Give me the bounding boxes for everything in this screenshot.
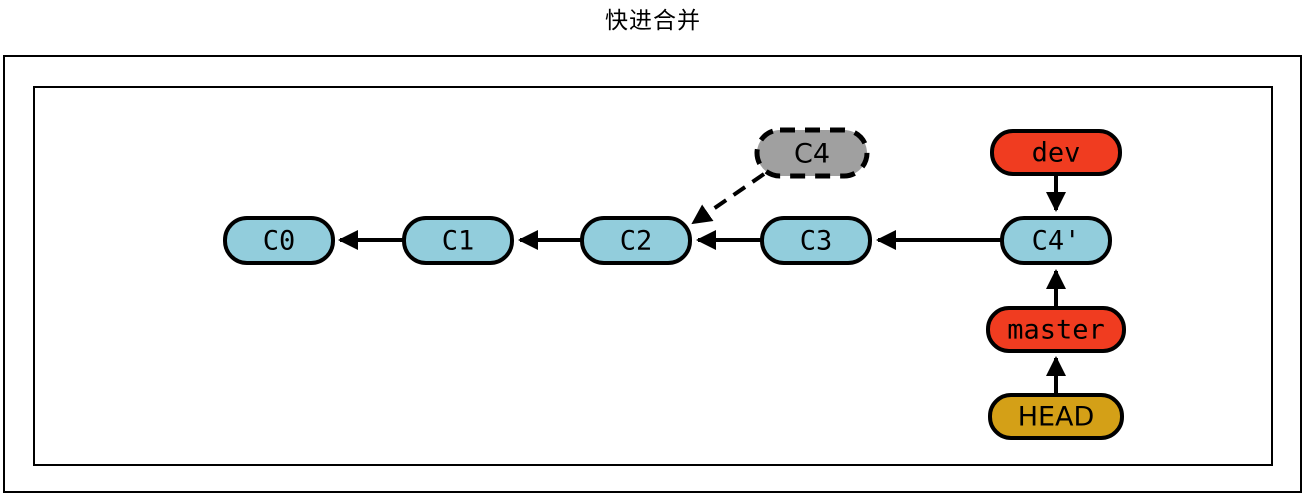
head-pointer[interactable]: HEAD	[988, 393, 1124, 440]
page-title: 快进合并	[605, 8, 701, 34]
commit-node-c1-label: C1	[442, 226, 475, 257]
commit-node-c0-label: C0	[263, 226, 296, 257]
branch-label-dev[interactable]: dev	[990, 129, 1122, 176]
commit-node-c4prime-shape	[1000, 216, 1112, 265]
commit-node-c4[interactable]: C4	[754, 127, 870, 179]
commit-node-c2-label: C2	[620, 226, 653, 257]
commit-node-c4prime[interactable]: C4'	[1000, 216, 1112, 265]
commit-node-c1[interactable]: C1	[402, 216, 514, 265]
commit-node-c3-shape	[760, 216, 872, 265]
branch-label-master-shape	[986, 306, 1126, 353]
commit-node-c0-shape	[223, 216, 335, 265]
branch-label-dev-text: dev	[1032, 138, 1081, 169]
commit-node-c3-label: C3	[800, 226, 833, 257]
commit-node-c4prime-label: C4'	[1032, 226, 1081, 257]
commit-node-c1-shape	[402, 216, 514, 265]
head-pointer-text: HEAD	[1018, 402, 1095, 433]
head-pointer-shape	[988, 393, 1124, 440]
edge-c4-to-c2-dashed	[691, 172, 766, 225]
commit-node-c0[interactable]: C0	[223, 216, 335, 265]
commit-node-c2-shape	[580, 216, 692, 265]
branch-label-master[interactable]: master	[986, 306, 1126, 353]
branch-label-master-text: master	[1007, 315, 1105, 346]
commit-node-c4-label: C4	[794, 139, 830, 170]
commit-node-c2[interactable]: C2	[580, 216, 692, 265]
branch-label-dev-shape	[990, 129, 1122, 176]
commit-node-c3[interactable]: C3	[760, 216, 872, 265]
commit-node-c4-shape	[754, 127, 870, 179]
